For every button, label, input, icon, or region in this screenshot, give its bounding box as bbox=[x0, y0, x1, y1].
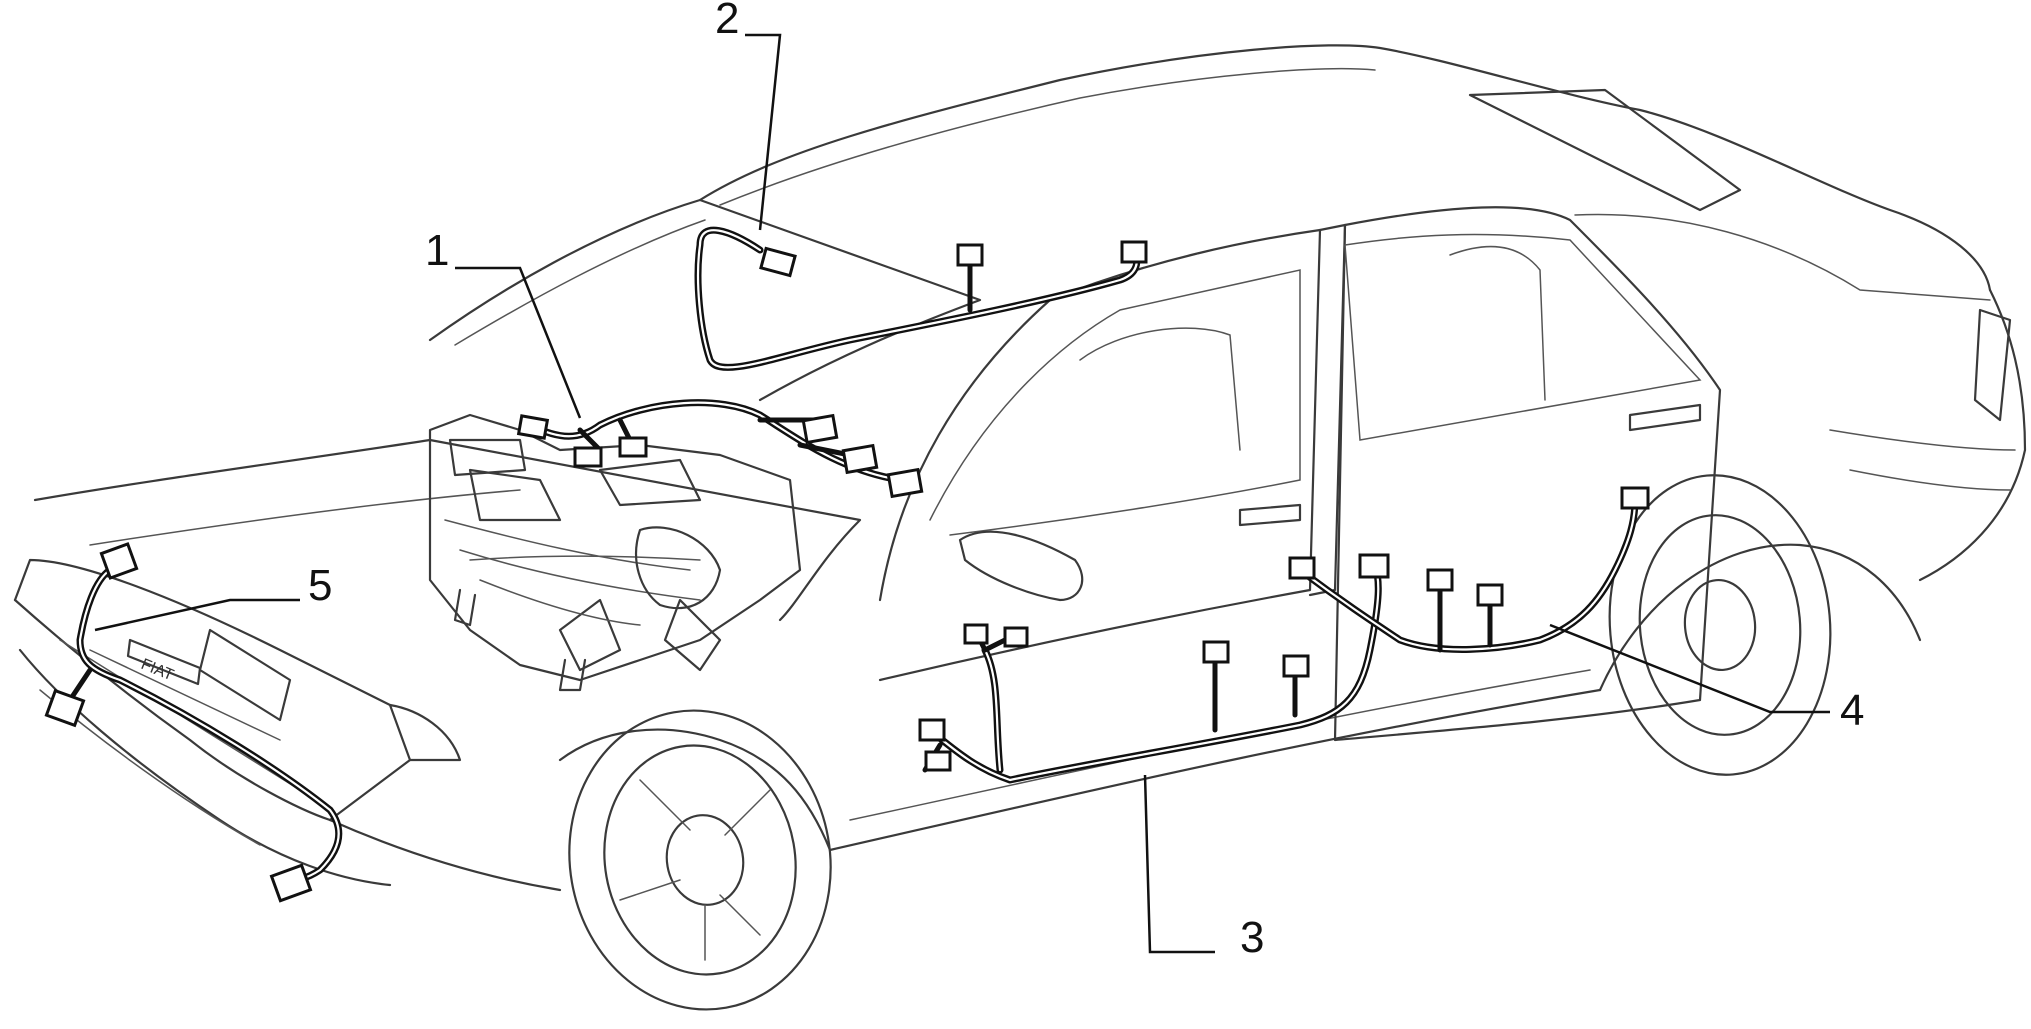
harness-5-connector bbox=[44, 688, 86, 728]
callout-5: 5 bbox=[308, 561, 332, 610]
harness-3-connector bbox=[918, 718, 946, 742]
leader-5 bbox=[94, 598, 300, 632]
harness-3-connector bbox=[924, 750, 952, 772]
callout-leaders bbox=[94, 33, 1830, 954]
harness-2-connector bbox=[956, 243, 984, 267]
harness-1-connector bbox=[886, 467, 924, 499]
leader-2 bbox=[745, 33, 782, 231]
harness-1-connector bbox=[801, 413, 839, 445]
fiat-badge: FIAT bbox=[126, 638, 202, 686]
leader-3 bbox=[1143, 774, 1215, 954]
harness-2-connector bbox=[759, 246, 797, 278]
harness-2-roof bbox=[694, 226, 1148, 371]
harness-3-connector bbox=[963, 623, 989, 645]
harness-1-connector bbox=[573, 446, 603, 468]
leader-4 bbox=[1549, 623, 1830, 714]
callout-1: 1 bbox=[425, 226, 449, 275]
car-body-outline bbox=[13, 44, 2027, 1011]
harness-4-connector bbox=[1288, 556, 1316, 580]
callout-4: 4 bbox=[1840, 686, 1864, 735]
harness-1-connector bbox=[618, 436, 648, 458]
callout-2: 2 bbox=[715, 0, 739, 43]
badge-text: FIAT bbox=[139, 656, 177, 684]
harness-1-connector bbox=[516, 414, 550, 440]
harness-5-connector bbox=[269, 863, 313, 903]
dashboard-assembly bbox=[428, 413, 802, 692]
harness-3-connector bbox=[1202, 640, 1230, 664]
harness-4-rear-door bbox=[1288, 486, 1650, 653]
harness-3-connector bbox=[1003, 626, 1029, 648]
harness-4-connector bbox=[1426, 568, 1454, 592]
harness-5-connector bbox=[99, 542, 139, 580]
harness-5-front bbox=[44, 542, 343, 903]
harness-1-dashboard bbox=[516, 399, 924, 499]
harness-4-connector bbox=[1476, 583, 1504, 607]
leader-1 bbox=[455, 266, 582, 419]
harness-3-connector bbox=[1282, 654, 1310, 678]
harness-3-connector bbox=[1358, 553, 1390, 579]
harness-4-connector bbox=[1620, 486, 1650, 510]
harness-3-front-door bbox=[918, 553, 1390, 784]
callout-labels: 1 2 3 4 5 bbox=[308, 0, 1864, 962]
harness-1-connector bbox=[841, 443, 879, 475]
harness-2-connector bbox=[1120, 240, 1148, 264]
callout-3: 3 bbox=[1240, 913, 1264, 962]
